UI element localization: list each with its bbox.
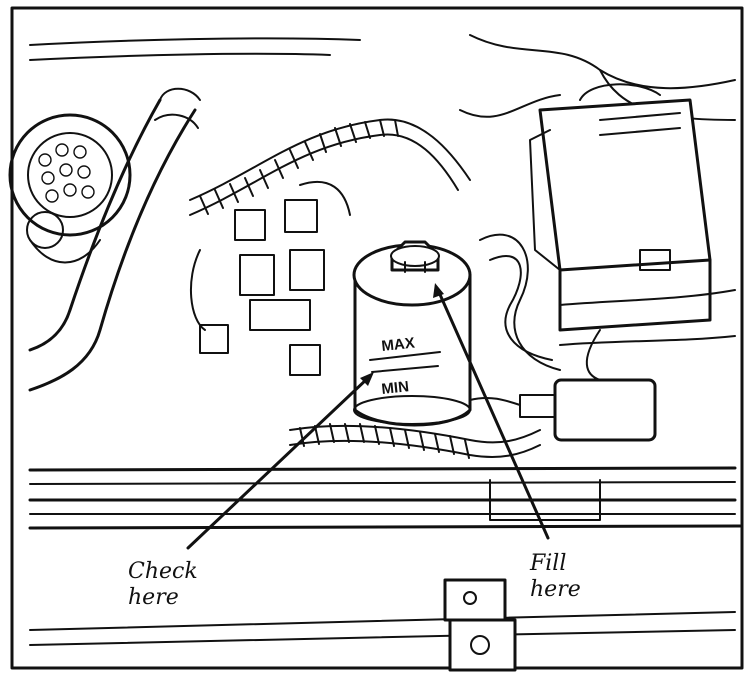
wiring-harness xyxy=(189,118,541,459)
check-here-label-line1: Check xyxy=(128,559,198,584)
reservoir-cap xyxy=(390,240,440,273)
min-marking: MIN xyxy=(381,378,410,398)
fill-here-label-line2: here xyxy=(530,577,581,602)
radiator-support xyxy=(28,466,742,530)
fill-here-arrow xyxy=(433,283,550,540)
fuse-box xyxy=(529,83,712,332)
bodywork-lines xyxy=(29,34,736,121)
figure-frame xyxy=(10,6,744,670)
right-hoses xyxy=(479,233,736,371)
radiator-hose xyxy=(28,87,201,392)
check-here-label-line2: here xyxy=(128,585,179,610)
max-level-line xyxy=(369,351,441,361)
check-here-arrow xyxy=(186,372,374,550)
bottom-bracket xyxy=(29,578,736,672)
max-marking: MAX xyxy=(381,335,416,355)
pulley-assembly xyxy=(8,113,132,264)
connector-cluster xyxy=(189,180,351,376)
sensor-connector xyxy=(469,329,657,442)
fill-here-label-line1: Fill xyxy=(529,551,566,576)
fluid-reservoir: MAX MIN xyxy=(352,240,472,427)
min-level-line xyxy=(371,365,439,373)
